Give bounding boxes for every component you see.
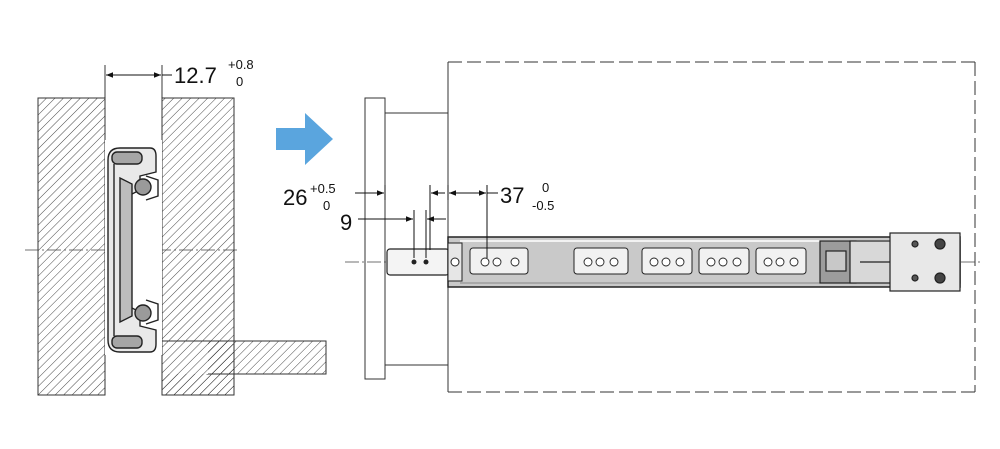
side-view: 26 +0.5 0 9 37 0 -0.5 [283, 61, 980, 393]
drawer-front-panel [364, 97, 386, 380]
mount-dimension-value: 26 [283, 185, 307, 210]
gap-dimension-value: 12.7 [174, 63, 217, 88]
cabinet-side-panel [37, 97, 106, 396]
depth-tolerance-lower: -0.5 [532, 198, 554, 213]
gap-tolerance-lower: 0 [236, 74, 243, 89]
cross-section-view: 12.7 +0.8 0 [25, 57, 327, 396]
offset-dimension [358, 210, 446, 258]
gap-tolerance-upper: +0.8 [228, 57, 254, 72]
slide-rail [386, 232, 961, 292]
depth-dimension-value: 37 [500, 183, 524, 208]
offset-dimension-value: 9 [340, 210, 352, 235]
view-arrow-icon [276, 113, 333, 165]
cabinet-outline [448, 61, 976, 393]
depth-tolerance-upper: 0 [542, 180, 549, 195]
mount-tolerance-lower: 0 [323, 198, 330, 213]
slide-profile-section [105, 140, 162, 355]
depth-dimension [447, 185, 498, 258]
mount-tolerance-upper: +0.5 [310, 181, 336, 196]
